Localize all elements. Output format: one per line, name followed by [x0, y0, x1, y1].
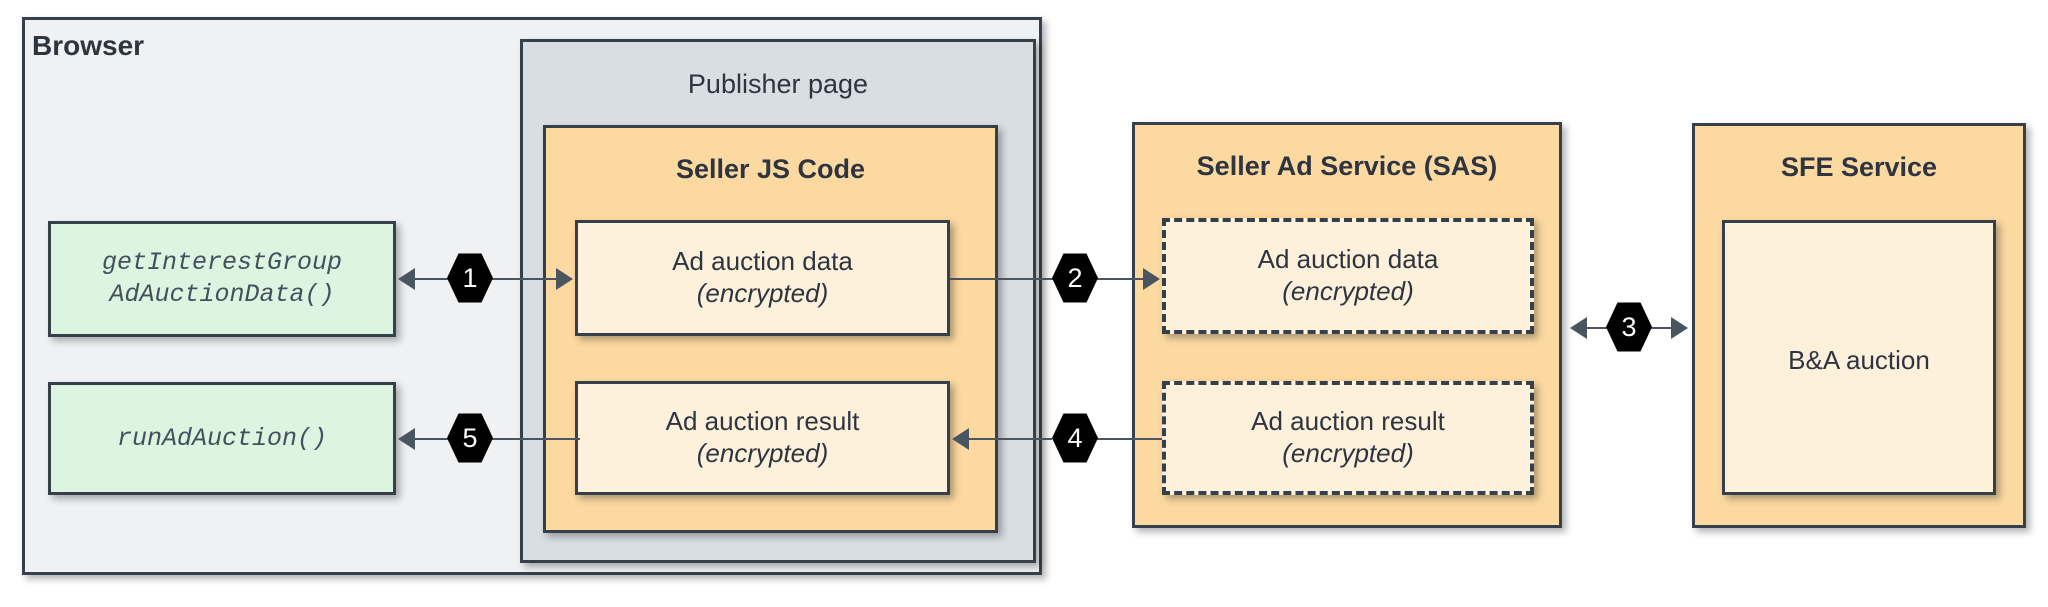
arrow-step5-left: [398, 428, 415, 450]
arrow-step2-right: [1143, 268, 1160, 290]
line-step4-a: [968, 438, 1052, 440]
api-box-get-interest-group-ad-auction-data[interactable]: getInterestGroup AdAuctionData(): [48, 221, 396, 337]
seller-ad-service-title: Seller Ad Service (SAS): [1196, 151, 1498, 181]
line-step2-a: [950, 278, 1055, 280]
seller-js-ad-auction-data-line2: (encrypted): [696, 278, 829, 308]
seller-js-ad-auction-data-box[interactable]: Ad auction data (encrypted): [575, 220, 950, 336]
line-step3-a: [1586, 327, 1608, 329]
arrow-step3-left: [1570, 317, 1587, 339]
sas-ad-auction-data-line2: (encrypted): [1282, 276, 1414, 306]
line-step1-b: [490, 278, 568, 280]
sas-ad-auction-result-box[interactable]: Ad auction result (encrypted): [1162, 381, 1534, 495]
api-box-run-ad-auction[interactable]: runAdAuction(): [48, 382, 396, 495]
arrow-step3-right: [1671, 317, 1688, 339]
sas-ad-auction-data-line1: Ad auction data: [1257, 244, 1439, 275]
line-step4-b: [1096, 438, 1162, 440]
seller-js-code-title: Seller JS Code: [675, 154, 866, 184]
line-step3-b: [1651, 327, 1673, 329]
api-label-run-ad-auction: runAdAuction(): [116, 423, 328, 453]
seller-js-ad-auction-result-line1: Ad auction result: [665, 406, 860, 437]
sas-ad-auction-data-text: Ad auction data (encrypted): [1258, 244, 1439, 307]
publisher-page-title: Publisher page: [687, 69, 869, 99]
sas-ad-auction-result-text: Ad auction result (encrypted): [1251, 406, 1445, 469]
sas-ad-auction-result-line2: (encrypted): [1282, 438, 1414, 468]
arrow-step4-left: [952, 428, 969, 450]
sfe-service-title: SFE Service: [1780, 152, 1938, 182]
arrow-step1-right: [556, 268, 573, 290]
sas-ad-auction-data-box[interactable]: Ad auction data (encrypted): [1162, 218, 1534, 334]
step-badge-4: 4: [1052, 413, 1098, 463]
line-step1-a: [415, 278, 450, 280]
line-step5-a: [414, 438, 450, 440]
line-step5-b: [490, 438, 580, 440]
seller-js-ad-auction-result-text: Ad auction result (encrypted): [666, 406, 860, 469]
line-step2-b: [1096, 278, 1146, 280]
arrow-step1-left: [398, 268, 415, 290]
step-badge-2: 2: [1052, 253, 1098, 303]
api-label-get-interest-group-ad-auction-data: getInterestGroup AdAuctionData(): [101, 248, 343, 309]
step-badge-3: 3: [1606, 302, 1652, 352]
seller-js-ad-auction-data-text: Ad auction data (encrypted): [672, 246, 853, 309]
sfe-ba-auction-box[interactable]: B&A auction: [1722, 220, 1996, 495]
seller-js-ad-auction-result-box[interactable]: Ad auction result (encrypted): [575, 381, 950, 495]
sfe-ba-auction-text: B&A auction: [1788, 345, 1930, 375]
seller-js-ad-auction-result-line2: (encrypted): [696, 438, 829, 468]
browser-label: Browser: [32, 30, 145, 61]
seller-js-ad-auction-data-line1: Ad auction data: [672, 246, 853, 277]
sas-ad-auction-result-line1: Ad auction result: [1251, 406, 1445, 437]
